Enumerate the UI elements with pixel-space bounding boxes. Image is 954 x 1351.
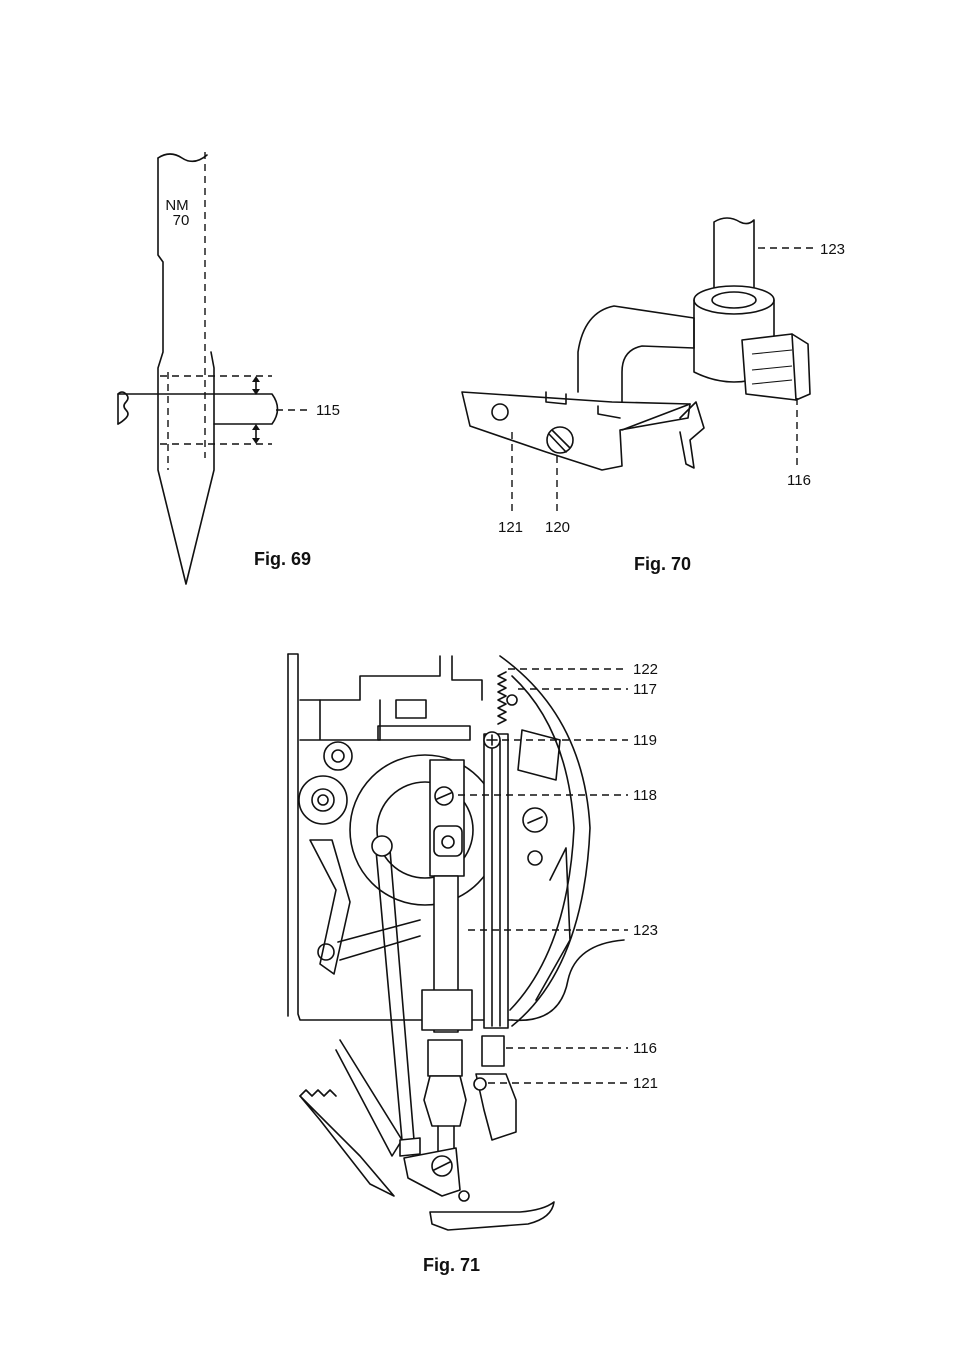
fig71-machine-head-diagram: 122 117 119 118 123 116 121 Fig. 71 <box>287 653 658 1275</box>
presser-bar <box>713 217 755 301</box>
top-screw-block <box>395 699 427 719</box>
fig70-bracket-diagram: 123 116 121 120 Fig. 70 <box>461 217 845 574</box>
screw-117 <box>506 694 518 706</box>
lever-121-assembly <box>475 1073 517 1141</box>
hand-wheel-cam <box>349 754 501 906</box>
housing-bottom-curve <box>511 939 625 1022</box>
callout-121-fig71: 121 <box>633 1075 658 1092</box>
eye-gap-arrow-bottom <box>252 424 260 444</box>
callout-121: 121 <box>498 519 523 536</box>
needle-marking-70: 70 <box>173 212 190 229</box>
fig69-needle-diagram: NM 70 115 Fig. 69 <box>117 152 340 585</box>
bracket-foot-plate <box>461 391 691 471</box>
thread-guide-lever <box>375 849 415 1141</box>
callout-123-fig71: 123 <box>633 922 658 939</box>
housing-left-edge <box>287 653 513 1021</box>
presser-foot-sole <box>429 1201 555 1231</box>
callout-116: 116 <box>787 472 811 489</box>
callout-116-fig71: 116 <box>633 1040 657 1057</box>
callout-122: 122 <box>633 661 658 678</box>
left-pulley <box>298 775 348 825</box>
fig70-caption: Fig. 70 <box>634 554 691 574</box>
needle-clamp <box>423 1075 467 1127</box>
needle-break-line <box>157 153 208 163</box>
callout-123: 123 <box>820 241 845 258</box>
feed-dog <box>299 1095 395 1197</box>
housing-front-curve <box>499 655 591 1027</box>
bracket-hook <box>679 401 705 469</box>
needle-bar-clamp <box>429 759 465 877</box>
lever-116 <box>481 1035 505 1067</box>
callout-119: 119 <box>633 732 657 749</box>
thread-through-eye <box>117 393 279 425</box>
callout-117: 117 <box>633 681 657 698</box>
lever-block <box>741 333 811 401</box>
bracket-arm <box>577 305 695 409</box>
screw-120 <box>546 426 574 454</box>
fig69-caption: Fig. 69 <box>254 549 311 569</box>
callout-115: 115 <box>316 402 340 419</box>
needle-marking-nm: NM <box>165 197 188 214</box>
bracket-hole <box>491 403 509 421</box>
spring-122 <box>497 671 507 725</box>
eye-gap-arrow-top <box>252 376 260 395</box>
callout-118: 118 <box>633 787 657 804</box>
callout-120: 120 <box>545 519 570 536</box>
needle-outline <box>157 157 215 585</box>
presser-bar-guide <box>483 733 509 1029</box>
fig71-caption: Fig. 71 <box>423 1255 480 1275</box>
